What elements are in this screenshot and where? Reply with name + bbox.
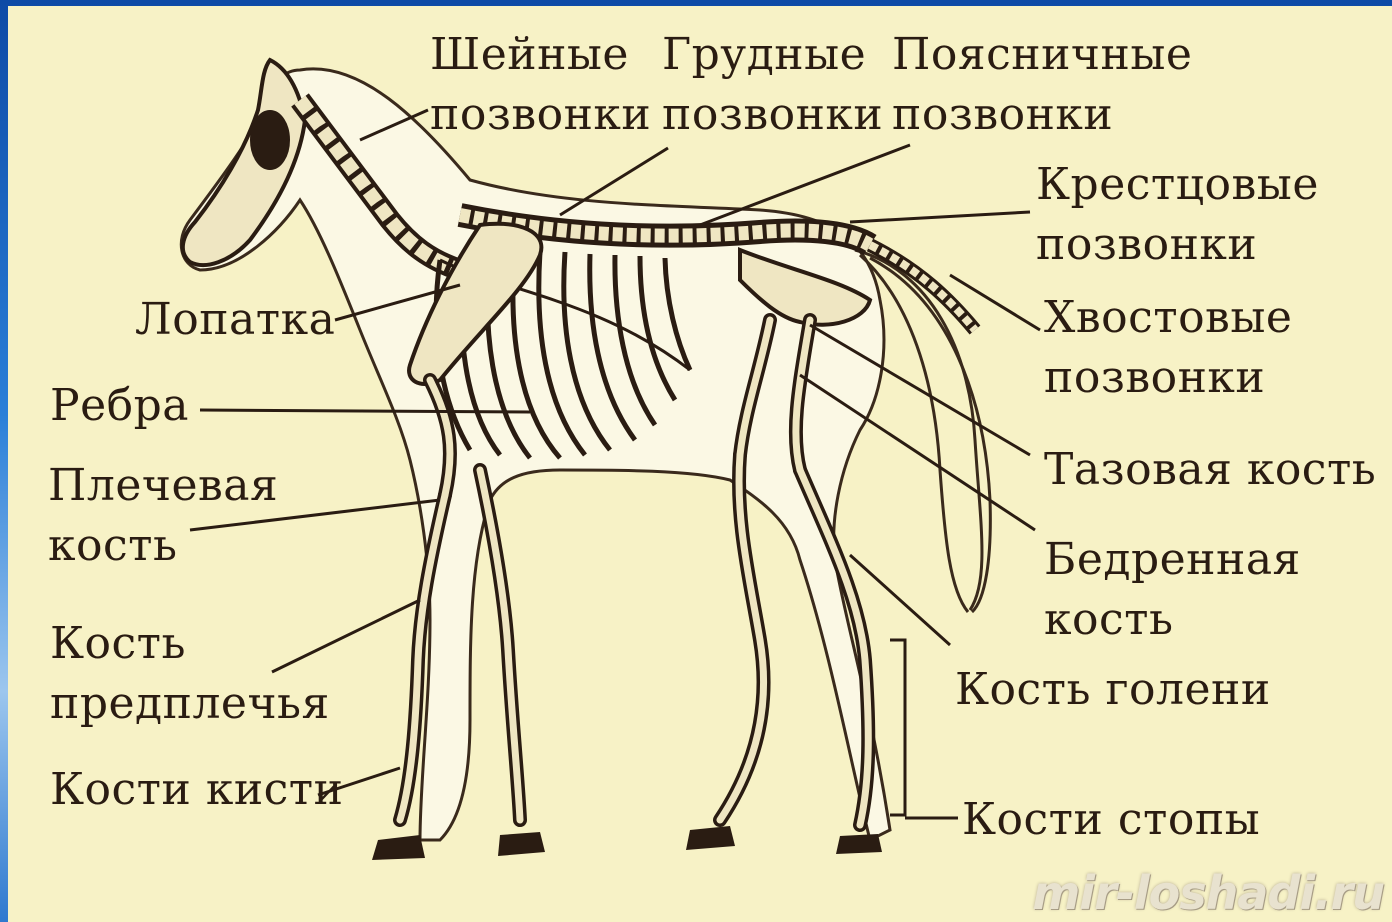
label-forearm-line2: предплечья — [50, 674, 330, 734]
watermark: mir-loshadi.ru — [1032, 866, 1384, 920]
label-lumbar-line2: позвонки — [892, 85, 1192, 145]
label-sacral-vertebrae: Крестцовые позвонки — [1036, 155, 1319, 275]
label-thoracic-line2: позвонки — [662, 85, 883, 145]
label-lumbar-line1: Поясничные — [892, 25, 1192, 85]
label-sacral-line1: Крестцовые — [1036, 155, 1319, 215]
label-lumbar-vertebrae: Поясничные позвонки — [892, 25, 1192, 145]
label-humerus: Плечевая кость — [48, 456, 278, 576]
label-forearm: Кость предплечья — [50, 614, 330, 734]
label-caudal-line2: позвонки — [1044, 348, 1292, 408]
label-cervical-vertebrae: Шейные позвонки — [430, 25, 651, 145]
label-foot-bones: Кости стопы — [962, 790, 1260, 850]
label-ribs: Ребра — [50, 376, 189, 436]
label-thoracic-vertebrae: Грудные позвонки — [662, 25, 883, 145]
label-sacral-line2: позвонки — [1036, 215, 1319, 275]
label-cervical-line1: Шейные — [430, 25, 651, 85]
label-hand-bones: Кости кисти — [50, 760, 343, 820]
label-shin-bone: Кость голени — [955, 660, 1271, 720]
label-pelvis: Тазовая кость — [1044, 440, 1376, 500]
label-humerus-line2: кость — [48, 516, 278, 576]
label-femur-line2: кость — [1044, 590, 1301, 650]
skull — [183, 60, 305, 265]
label-femur-line1: Бедренная — [1044, 530, 1301, 590]
label-cervical-line2: позвонки — [430, 85, 651, 145]
label-caudal-line1: Хвостовые — [1044, 288, 1292, 348]
label-scapula: Лопатка — [135, 290, 335, 350]
label-femur: Бедренная кость — [1044, 530, 1301, 650]
label-caudal-vertebrae: Хвостовые позвонки — [1044, 288, 1292, 408]
label-thoracic-line1: Грудные — [662, 25, 883, 85]
label-forearm-line1: Кость — [50, 614, 330, 674]
label-humerus-line1: Плечевая — [48, 456, 278, 516]
